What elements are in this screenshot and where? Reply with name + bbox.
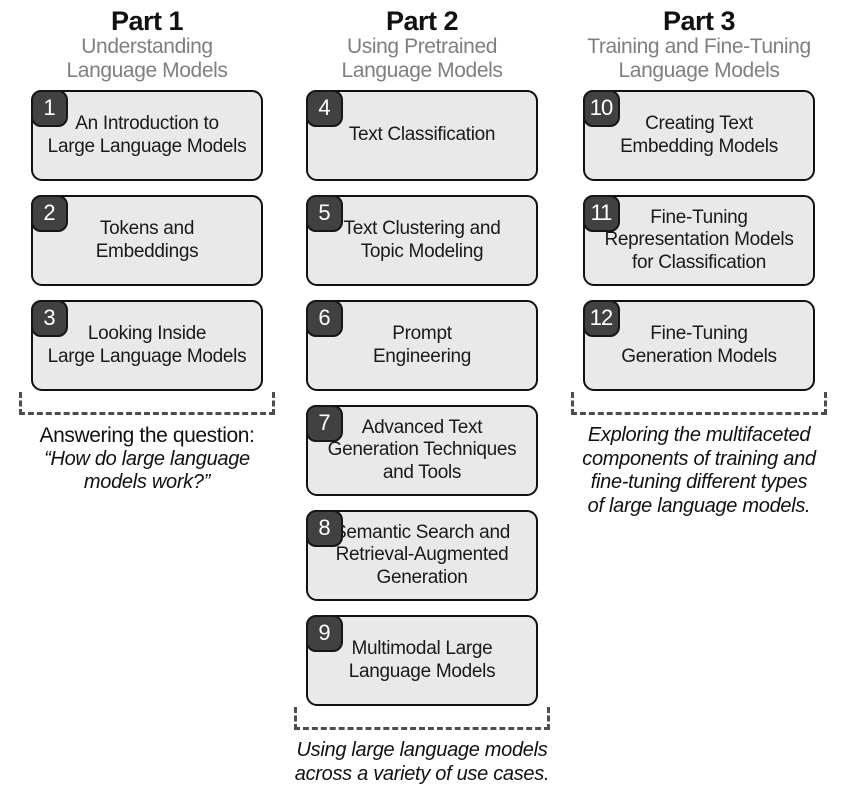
chapter-11-number-badge: 11 [582,194,620,232]
chapter-6-box: 6 Prompt Engineering [305,299,538,391]
part-3-subtitle: Training and Fine-Tuning Language Models [587,35,811,82]
part-1-caption-lead: Answering the question: [39,424,255,447]
part-3-header: Part 3 Training and Fine-Tuning Language… [564,0,834,90]
part-1-caption: Answering the question: “How do large la… [12,424,282,495]
part-1-column: Part 1 Understanding Language Models 1 A… [12,0,282,495]
chapter-1-title: An Introduction to Large Language Models [47,113,247,157]
chapter-10-title: Creating Text Embedding Models [620,113,778,157]
chapter-1-box: 1 An Introduction to Large Language Mode… [30,89,263,181]
chapter-7-title: Advanced Text Generation Techniques and … [327,417,517,483]
part-1-caption-quote: “How do large language models work?” [44,447,250,494]
part-3-caption-quote: Exploring the multifaceted components of… [582,424,816,517]
part-1-title: Part 1 [110,6,184,36]
chapter-12-number-badge: 12 [582,299,620,337]
chapter-3-title: Looking Inside Large Language Models [47,323,247,367]
chapter-10-box: 10 Creating Text Embedding Models [582,89,815,181]
chapter-9-title: Multimodal Large Language Models [348,638,496,682]
chapter-11-box: 11 Fine-Tuning Representation Models for… [582,194,815,286]
part-2-header: Part 2 Using Pretrained Language Models [287,0,557,90]
part-3-scope-bracket [571,392,827,415]
chapter-12-box: 12 Fine-Tuning Generation Models [582,299,815,391]
chapter-5-number-badge: 5 [305,194,343,232]
part-2-column: Part 2 Using Pretrained Language Models … [287,0,557,786]
chapter-7-number-badge: 7 [305,404,343,442]
chapter-5-box: 5 Text Clustering and Topic Modeling [305,194,538,286]
chapter-2-title: Tokens and Embeddings [95,218,199,262]
chapter-5-title: Text Clustering and Topic Modeling [343,218,501,262]
chapter-1-number-badge: 1 [30,89,68,127]
part-2-caption-quote: Using large language models across a var… [294,739,550,785]
part-3-column: Part 3 Training and Fine-Tuning Language… [564,0,834,518]
chapter-8-number-badge: 8 [305,509,343,547]
part-3-title: Part 3 [662,6,736,36]
chapter-11-title: Fine-Tuning Representation Models for Cl… [604,207,794,273]
chapter-10-number-badge: 10 [582,89,620,127]
chapter-7-box: 7 Advanced Text Generation Techniques an… [305,404,538,496]
chapter-3-box: 3 Looking Inside Large Language Models [30,299,263,391]
chapter-3-number-badge: 3 [30,299,68,337]
chapter-6-title: Prompt Engineering [372,323,472,367]
part-2-caption: Using large language models across a var… [287,739,557,786]
chapter-9-box: 9 Multimodal Large Language Models [305,614,538,706]
chapter-4-title: Text Classification [348,124,496,146]
chapter-6-number-badge: 6 [305,299,343,337]
chapter-2-box: 2 Tokens and Embeddings [30,194,263,286]
chapter-2-number-badge: 2 [30,194,68,232]
chapter-12-title: Fine-Tuning Generation Models [621,323,777,367]
part-1-header: Part 1 Understanding Language Models [12,0,282,90]
chapter-8-title: Semantic Search and Retrieval-Augmented … [334,522,510,588]
chapter-9-number-badge: 9 [305,614,343,652]
part-2-subtitle: Using Pretrained Language Models [341,35,503,82]
part-1-scope-bracket [19,392,275,415]
chapter-8-box: 8 Semantic Search and Retrieval-Augmente… [305,509,538,601]
chapter-4-number-badge: 4 [305,89,343,127]
part-3-caption: Exploring the multifaceted components of… [564,424,834,518]
part-1-subtitle: Understanding Language Models [66,35,228,82]
part-2-scope-bracket [294,707,550,730]
chapter-4-box: 4 Text Classification [305,89,538,181]
part-2-title: Part 2 [385,6,459,36]
